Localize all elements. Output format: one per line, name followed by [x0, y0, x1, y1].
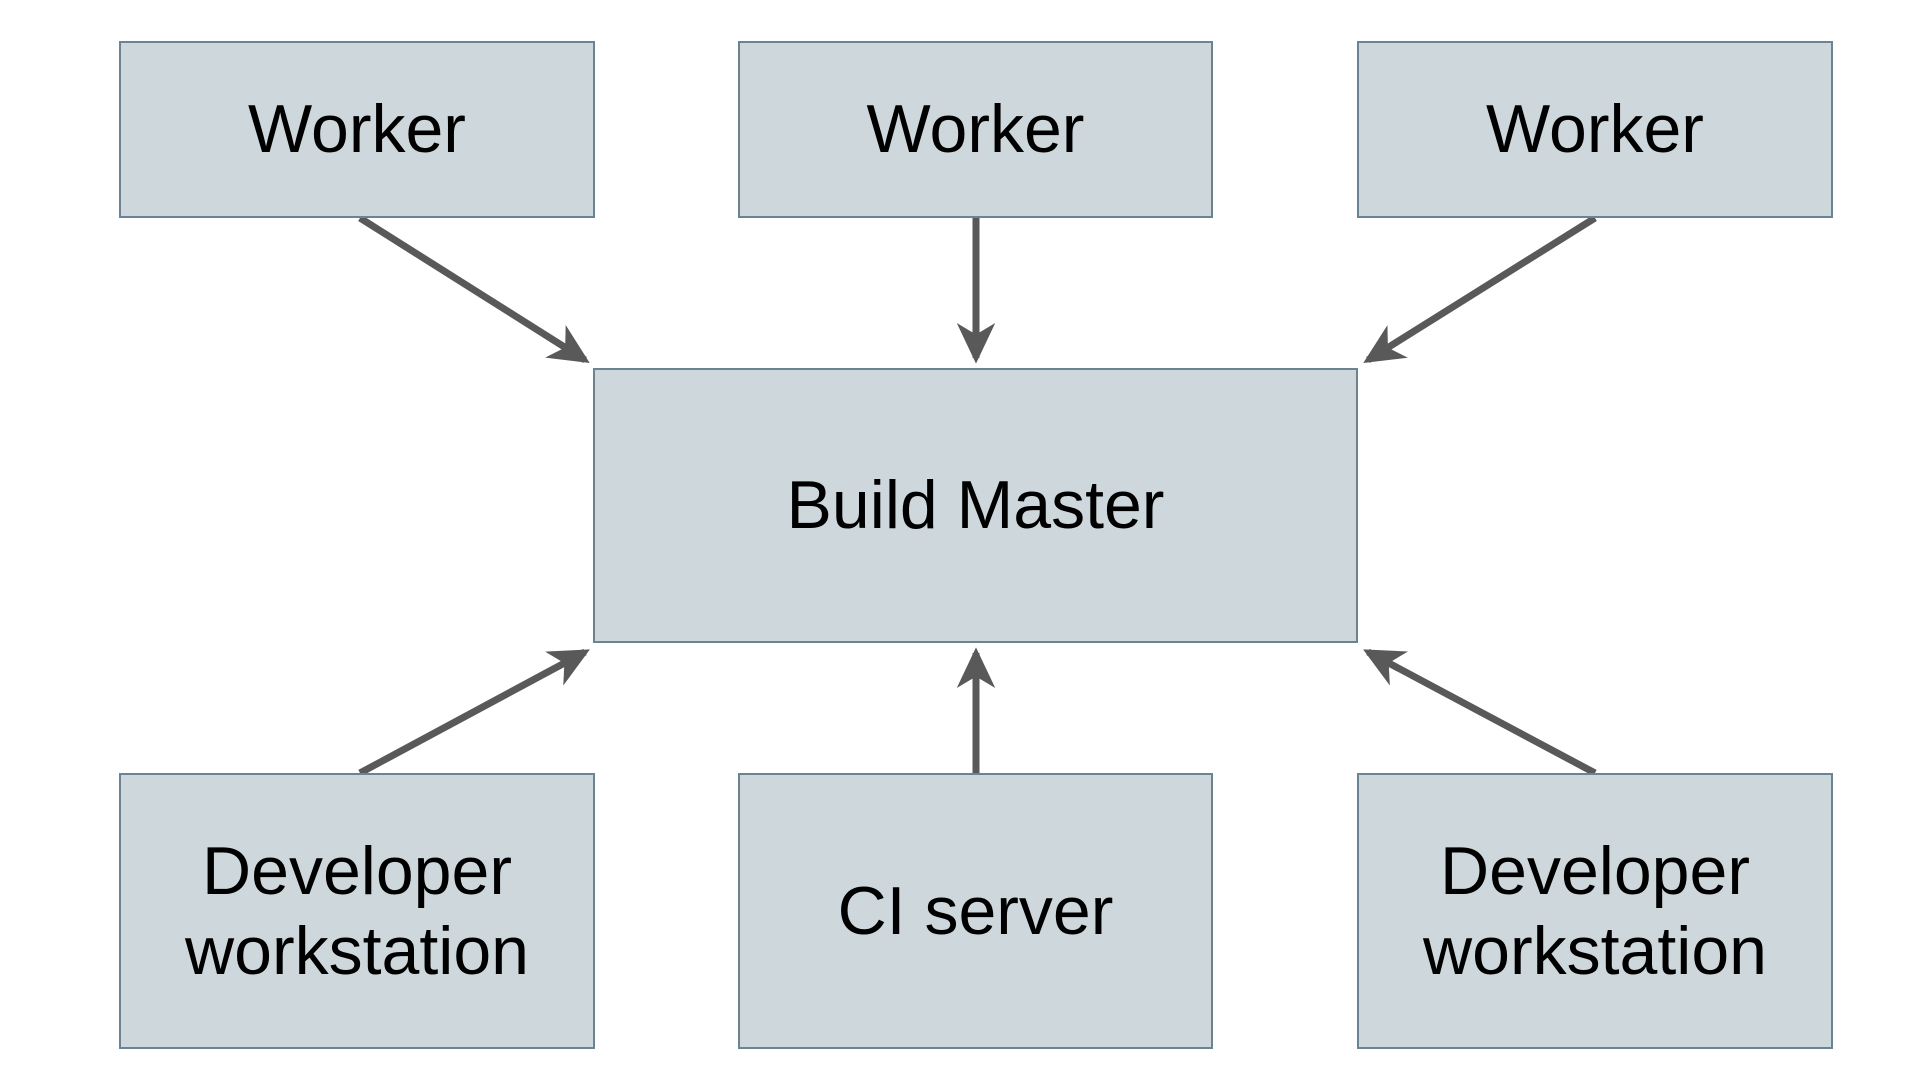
node-worker-1[interactable]: Worker	[119, 41, 595, 218]
edge-worker-3-to-build-master	[1363, 215, 1597, 363]
node-ci-server[interactable]: CI server	[738, 773, 1213, 1049]
node-worker-2[interactable]: Worker	[738, 41, 1213, 218]
edge-dev-workstation-1-to-build-master	[358, 648, 590, 777]
node-developer-workstation-2[interactable]: Developer workstation	[1357, 773, 1833, 1049]
node-build-master[interactable]: Build Master	[593, 368, 1358, 643]
node-developer-workstation-1[interactable]: Developer workstation	[119, 773, 595, 1049]
edge-worker-1-to-build-master	[358, 215, 590, 363]
edge-dev-workstation-2-to-build-master	[1363, 648, 1597, 777]
node-worker-3[interactable]: Worker	[1357, 41, 1833, 218]
